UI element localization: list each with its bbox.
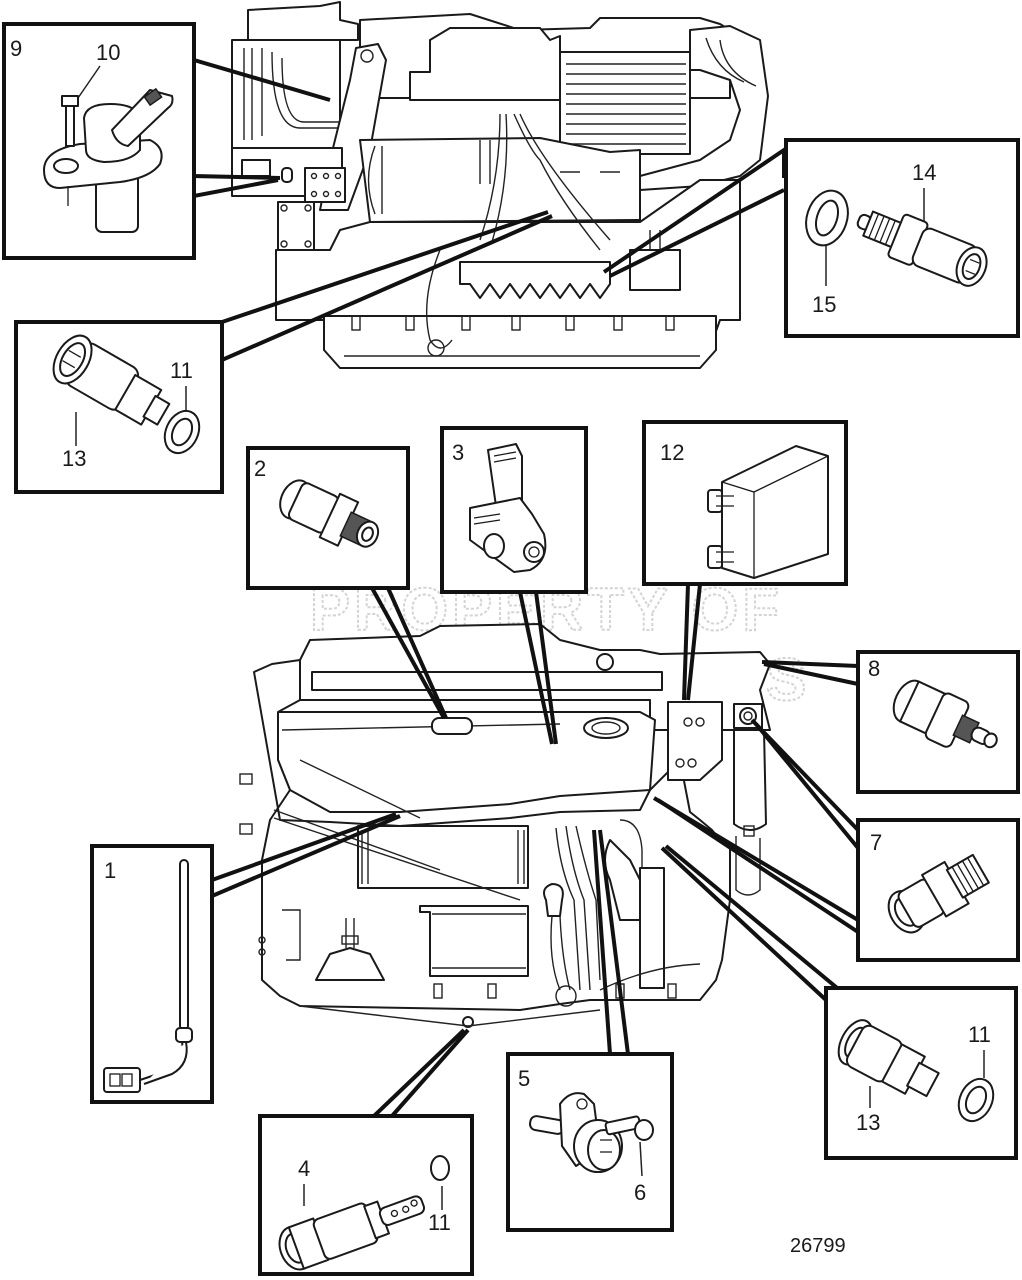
- pressure-switch-8-icon: [892, 679, 998, 749]
- callout-box-13-top[interactable]: 13 11: [14, 320, 224, 494]
- temperature-sensor-14-icon: [856, 210, 988, 287]
- part-number-13-top: 13: [62, 446, 86, 471]
- washer-11-icon: [163, 409, 201, 455]
- part-number-4: 4: [298, 1156, 310, 1181]
- callout-box-3[interactable]: 3: [440, 426, 588, 594]
- part-number-5: 5: [518, 1066, 530, 1091]
- washer-11-bottom-icon: [957, 1077, 995, 1123]
- control-module-12-icon: [707, 445, 829, 579]
- part-number-3: 3: [452, 440, 464, 465]
- temperature-sender-13-bottom-icon: [837, 1019, 940, 1098]
- callout-box-1[interactable]: 1: [90, 844, 214, 1104]
- sensor-probe-1-icon: [103, 859, 193, 1093]
- callout-box-4[interactable]: 4 11: [258, 1114, 474, 1276]
- oil-pan-bolts: [351, 315, 675, 331]
- callout-box-8[interactable]: 8: [856, 650, 1020, 794]
- callout-box-5[interactable]: 5 6: [506, 1052, 674, 1232]
- part-number-15: 15: [812, 292, 836, 317]
- part-number-8: 8: [868, 656, 880, 681]
- intercooler-grille: [566, 63, 686, 145]
- bottom-engine-illustration: PROPERTY OF MARINE PARTS: [239, 575, 807, 1028]
- washer-15-icon: [805, 189, 849, 247]
- o-ring-11-icon: [430, 1155, 450, 1181]
- part-number-11-bottom: 11: [968, 1022, 991, 1047]
- callout-box-13-bottom[interactable]: 13 11: [824, 986, 1018, 1160]
- part-number-6: 6: [634, 1180, 646, 1205]
- flanged-speed-sensor-5-icon: [528, 1092, 654, 1173]
- top-engine-illustration: [231, 1, 769, 369]
- part-number-7: 7: [870, 830, 882, 855]
- crank-position-sensor-icon: [43, 87, 174, 233]
- callout-box-14[interactable]: 14 15: [784, 138, 1020, 338]
- part-number-11-box4: 11: [428, 1210, 451, 1235]
- part-number-1: 1: [104, 858, 116, 883]
- pressure-sensor-2-icon: [279, 479, 380, 548]
- valve-sensor-4-icon: [278, 1195, 426, 1271]
- callout-box-7[interactable]: 7: [856, 818, 1020, 962]
- temperature-sensor-7-icon: [887, 853, 990, 934]
- callout-box-12[interactable]: 12: [642, 420, 848, 586]
- part-number-10: 10: [96, 40, 120, 65]
- pressure-sensor-bracket-3-icon: [469, 443, 547, 573]
- callout-box-2[interactable]: 2: [246, 446, 410, 590]
- part-number-9: 9: [10, 36, 22, 61]
- part-number-11-top: 11: [170, 358, 193, 383]
- part-number-2: 2: [254, 456, 266, 481]
- part-number-14: 14: [912, 160, 936, 185]
- callout-box-9[interactable]: 9 10: [2, 22, 196, 260]
- figure-reference-number: 26799: [790, 1235, 846, 1257]
- part-number-12: 12: [660, 440, 684, 465]
- temperature-sender-13-icon: [52, 334, 171, 426]
- part-number-13-bottom: 13: [856, 1110, 880, 1135]
